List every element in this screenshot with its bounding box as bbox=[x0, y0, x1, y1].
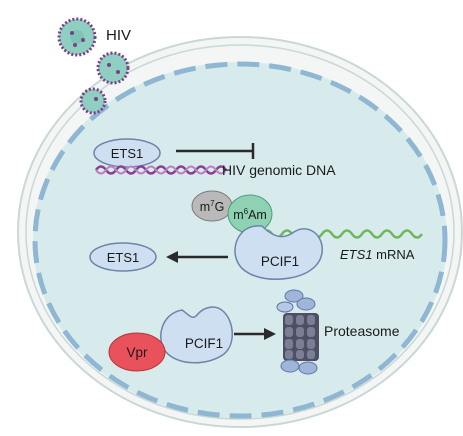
pcif1-bottom-label: PCIF1 bbox=[185, 336, 223, 351]
inhibition-arrow-icon bbox=[176, 143, 255, 159]
proteasome-label: Proteasome bbox=[324, 323, 400, 339]
ets1-top-label: ETS1 bbox=[111, 146, 144, 161]
ets1-protein-top bbox=[93, 138, 161, 168]
virus-label: HIV bbox=[106, 27, 131, 44]
virus-particle bbox=[79, 87, 107, 115]
pcif1-protein-bottom bbox=[160, 306, 233, 364]
virus-particle bbox=[96, 51, 130, 85]
proteasome-icon bbox=[276, 289, 319, 375]
vpr-protein bbox=[108, 332, 166, 372]
svg-text:m6Am: m6Am bbox=[233, 207, 267, 222]
pcif1-protein-mid bbox=[234, 225, 323, 280]
hiv-dna-label: HIV genomic DNA bbox=[222, 162, 336, 178]
mrna-label: ETS1 mRNA bbox=[340, 247, 415, 262]
m7g-cap: m7G bbox=[191, 190, 233, 222]
ets1-mid-label: ETS1 bbox=[107, 250, 140, 265]
svg-text:m7G: m7G bbox=[200, 199, 225, 214]
arrow-icon bbox=[166, 251, 228, 263]
pcif1-mid-label: PCIF1 bbox=[261, 254, 299, 269]
ets1-mrna-strand bbox=[260, 229, 424, 239]
arrow-icon bbox=[234, 328, 276, 340]
hiv-dna-helix bbox=[94, 165, 228, 175]
virus-particle bbox=[57, 17, 97, 57]
vpr-label: Vpr bbox=[126, 345, 148, 360]
virus-icon bbox=[57, 17, 130, 115]
ets1-protein-mid bbox=[89, 242, 157, 272]
m6am-cap: m6Am bbox=[227, 194, 273, 234]
